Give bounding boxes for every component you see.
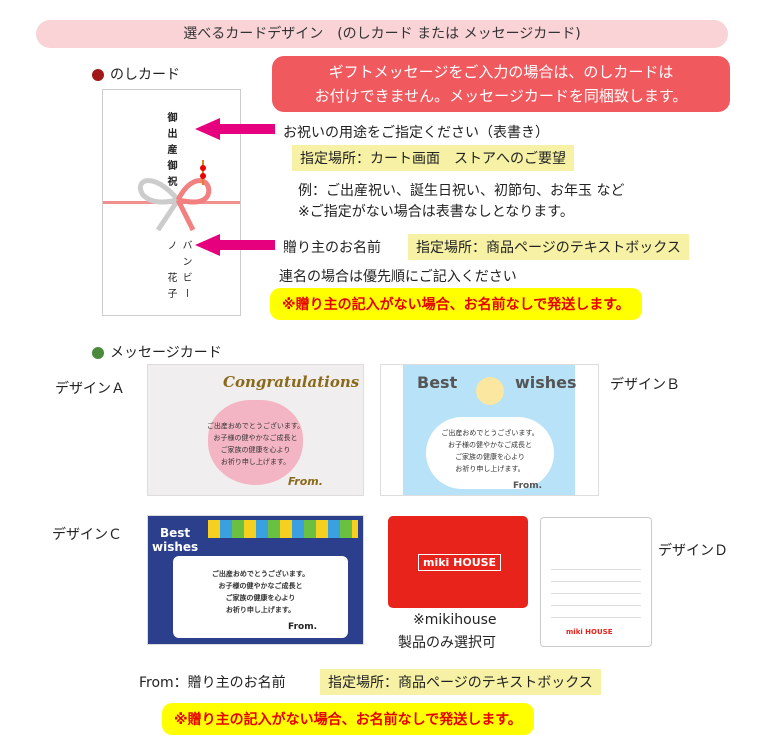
notice-box: ギフトメッセージをご入力の場合は、のしカードはお付けできません。メッセージカード…	[272, 56, 730, 112]
example-text: 例：ご出産祝い、誕生日祝い、初節句、お年玉 など	[298, 183, 625, 199]
message-heading: メッセージカード	[92, 342, 222, 362]
design-d-label: デザインＤ	[658, 543, 728, 559]
design-b-card[interactable]: Best wishes ご出産おめでとうございます。お子様の健やかなご成長とご家…	[380, 364, 599, 496]
heading-text: のしカード	[110, 67, 180, 83]
from-label: From：贈り主のお名前	[139, 675, 286, 691]
sender-location: 指定場所：商品ページのテキストボックス	[408, 234, 689, 260]
bullet-icon	[92, 69, 104, 81]
from-location: 指定場所：商品ページのテキストボックス	[320, 669, 601, 695]
design-a-card[interactable]: Congratulations ご出産おめでとうございます。お子様の健やかなご成…	[147, 364, 364, 496]
arrow-icon	[195, 234, 275, 256]
heart-shape	[208, 400, 303, 485]
tree-icon	[92, 347, 104, 359]
card-message: ご出産おめでとうございます。お子様の健やかなご成長とご家族の健康を心よりお祈り申…	[206, 422, 305, 466]
card-message: ご出産おめでとうございます。お子様の健やかなご成長とご家族の健康を心よりお祈り申…	[211, 570, 310, 614]
design-d-cover[interactable]: miki HOUSE	[388, 516, 528, 608]
design-b-label: デザインＢ	[610, 377, 680, 393]
sender-label: 贈り主のお名前	[283, 240, 381, 256]
d-note: 製品のみ選択可	[398, 635, 496, 651]
card-message: ご出産おめでとうございます。お子様の健やかなご成長とご家族の健康を心よりお祈り申…	[441, 429, 539, 473]
message-warning: ※贈り主の記入がない場合、お名前なしで発送します。	[162, 703, 534, 735]
noshi-heading: のしカード	[92, 64, 180, 84]
card-from: From.	[513, 481, 542, 491]
design-c-label: デザインＣ	[52, 527, 122, 543]
purpose-label: お祝いの用途をご指定ください（表書き）	[283, 125, 549, 141]
omote-text: 御出産御祝	[165, 112, 176, 192]
card-title: wishes	[515, 373, 577, 392]
sender-name: バンビーノ 花子	[165, 240, 191, 304]
no-spec-text: ※ご指定がない場合は表書なしとなります。	[298, 204, 574, 220]
purpose-location: 指定場所：カート画面 ストアへのご要望	[292, 145, 574, 171]
arrow-icon	[195, 118, 275, 140]
heading-text: メッセージカード	[110, 345, 222, 361]
notice-line: ギフトメッセージをご入力の場合は、のしカードは	[328, 63, 674, 81]
card-title: Best	[417, 373, 458, 392]
ribbon-icon	[138, 160, 212, 232]
angel-icon	[476, 377, 504, 405]
noshi-warning: ※贈り主の記入がない場合、お名前なしで発送します。	[270, 288, 642, 320]
card-from: From.	[288, 475, 323, 488]
notice-line: お付けできません。メッセージカードを同梱致します。	[314, 87, 688, 105]
d-note: ※mikihouse	[413, 612, 497, 628]
brand-logo: miki HOUSE	[418, 554, 502, 571]
joint-text: 連名の場合は優先順にご記入ください	[279, 269, 517, 285]
card-from: From.	[288, 622, 317, 632]
title-banner: 選べるカードデザイン (のしカード または メッセージカード)	[36, 20, 728, 48]
design-d-inside[interactable]: miki HOUSE	[540, 517, 652, 647]
brand-logo: miki HOUSE	[566, 628, 613, 636]
design-a-label: デザインＡ	[55, 381, 125, 397]
card-title: Congratulations	[223, 373, 360, 391]
